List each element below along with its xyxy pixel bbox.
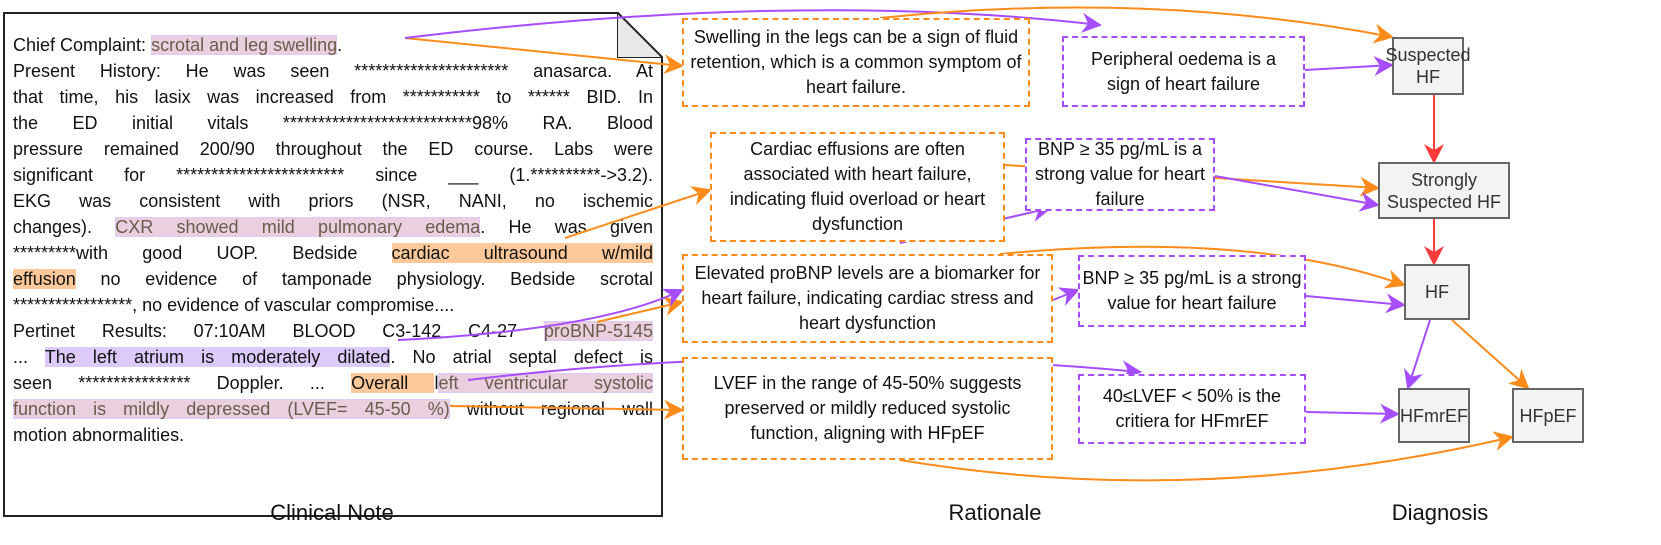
highlighted-evidence: proBNP-5145	[543, 321, 653, 341]
arrow-swelling-to-criteria	[404, 9, 1102, 39]
highlighted-evidence: scrotal and leg swelling	[151, 35, 338, 55]
note-line: Pertinet Results: 07:10AM BLOOD C3-142 C…	[13, 318, 653, 344]
arrow-rationale3-to-criteria3	[1052, 287, 1080, 306]
diagnosis-strongly-suspected-hf: Strongly Suspected HF	[1378, 162, 1510, 219]
highlighted-evidence: The left atrium is moderately dilated	[44, 347, 391, 367]
rationale-box-swelling: Swelling in the legs can be a sign of fl…	[682, 18, 1030, 107]
arrow-atrium-to-rationale3	[397, 288, 684, 341]
note-text: without regional wall	[449, 399, 653, 419]
highlighted-evidence: Overall	[351, 373, 435, 393]
criteria-box-bnp-1: BNP ≥ 35 pg/mL is a strong value for hea…	[1025, 138, 1215, 211]
note-line: motion abnormalities.	[13, 422, 653, 448]
diagnosis-suspected-hf: Suspected HF	[1385, 37, 1471, 95]
highlighted-evidence: cardiac ultrasound w/mild	[391, 243, 653, 263]
note-text: . He was given	[480, 217, 653, 237]
criteria-box-lvef: 40≤LVEF < 50% is the critiera for HFmrEF	[1078, 374, 1306, 444]
note-text: motion abnormalities.	[13, 425, 185, 445]
arrow-cxr-to-rationale2	[564, 186, 712, 239]
note-line: that time, his lasix was increased from …	[13, 84, 653, 110]
criteria-box-oedema: Peripheral oedema is a sign of heart fai…	[1062, 36, 1305, 107]
arrow-criteria3-to-hf	[1305, 293, 1406, 314]
arrow-hf-to-hfpef	[1451, 319, 1530, 390]
note-text: significant for ************************…	[13, 165, 653, 185]
diagnosis-hfpef: HFpEF	[1512, 388, 1584, 443]
note-line: pressure remained 200/90 throughout the …	[13, 136, 653, 162]
note-line: *****************, no evidence of vascul…	[13, 292, 653, 318]
note-text: ...	[13, 347, 45, 367]
highlighted-evidence: CXR showed mild pulmonary edema	[115, 217, 481, 237]
arrow-hf-to-hfmref	[1404, 319, 1431, 390]
arrow-probnp-to-rationale3	[596, 296, 684, 323]
note-text: Present History: He was seen ***********…	[13, 61, 653, 81]
arrow-criteria2-to-strongly	[1214, 175, 1380, 212]
note-text: Chief Complaint:	[13, 35, 152, 55]
note-line: significant for ************************…	[13, 162, 653, 188]
folded-corner-icon	[617, 12, 663, 58]
note-text: the ED initial vitals ******************…	[13, 113, 653, 133]
note-line: Present History: He was seen ***********…	[13, 58, 653, 84]
note-text: changes).	[13, 217, 116, 237]
note-text: seen **************** Doppler. ...	[13, 373, 352, 393]
highlighted-evidence: effusion	[13, 269, 76, 289]
highlighted-evidence: function is mildly depressed (LVEF= 45-5…	[13, 399, 450, 419]
note-text: Pertinet Results: 07:10AM BLOOD C3-142 C…	[13, 321, 544, 341]
arrow-rationale3-to-hf	[999, 245, 1406, 289]
note-line: the ED initial vitals ******************…	[13, 110, 653, 136]
note-text: l	[434, 373, 439, 393]
note-line: effusion no evidence of tamponade physio…	[13, 266, 653, 292]
caption-rationale: Rationale	[948, 500, 1042, 525]
rationale-box-lvef: LVEF in the range of 45-50% suggests pre…	[682, 357, 1053, 460]
note-line: function is mildly depressed (LVEF= 45-5…	[13, 396, 653, 422]
note-line: EKG was consistent with priors (NSR, NAN…	[13, 188, 653, 214]
note-line: *********with good UOP. Bedside cardiac …	[13, 240, 653, 266]
note-text: pressure remained 200/90 throughout the …	[13, 139, 653, 159]
caption-diagnosis: Diagnosis	[1391, 500, 1489, 525]
note-text: that time, his lasix was increased from …	[13, 87, 653, 107]
arrow-criteria1-to-suspected	[1304, 56, 1394, 77]
diagnosis-hf: HF	[1404, 264, 1470, 320]
note-text: no evidence of tamponade physiology. Bed…	[75, 269, 653, 289]
note-text: EKG was consistent with priors (NSR, NAN…	[13, 191, 653, 211]
caption-clinical-note: Clinical Note	[270, 500, 394, 525]
arrow-swelling-to-rationale	[404, 37, 684, 75]
arrow-rationale4-to-hfpef	[899, 431, 1514, 482]
arrow-lvef-to-rationale4	[449, 399, 684, 420]
note-text: *****************, no evidence of vascul…	[13, 295, 455, 315]
diagnosis-hfmref: HFmrEF	[1398, 388, 1470, 443]
arrow-rationale1-to-suspected	[879, 6, 1394, 44]
rationale-box-probnp: Elevated proBNP levels are a biomarker f…	[682, 254, 1053, 343]
note-text: .	[337, 35, 343, 55]
criteria-box-bnp-2: BNP ≥ 35 pg/mL is a strong value for hea…	[1078, 255, 1306, 327]
note-text: *********with good UOP. Bedside	[13, 243, 392, 263]
arrow-criteria4-to-hfmref	[1305, 403, 1400, 424]
note-line: ... The left atrium is moderately dilate…	[13, 344, 653, 370]
note-line: Chief Complaint: scrotal and leg swellin…	[13, 32, 653, 58]
rationale-box-effusion: Cardiac effusions are often associated w…	[710, 132, 1005, 242]
note-line: changes). CXR showed mild pulmonary edem…	[13, 214, 653, 240]
note-text: . No atrial septal defect is	[390, 347, 653, 367]
